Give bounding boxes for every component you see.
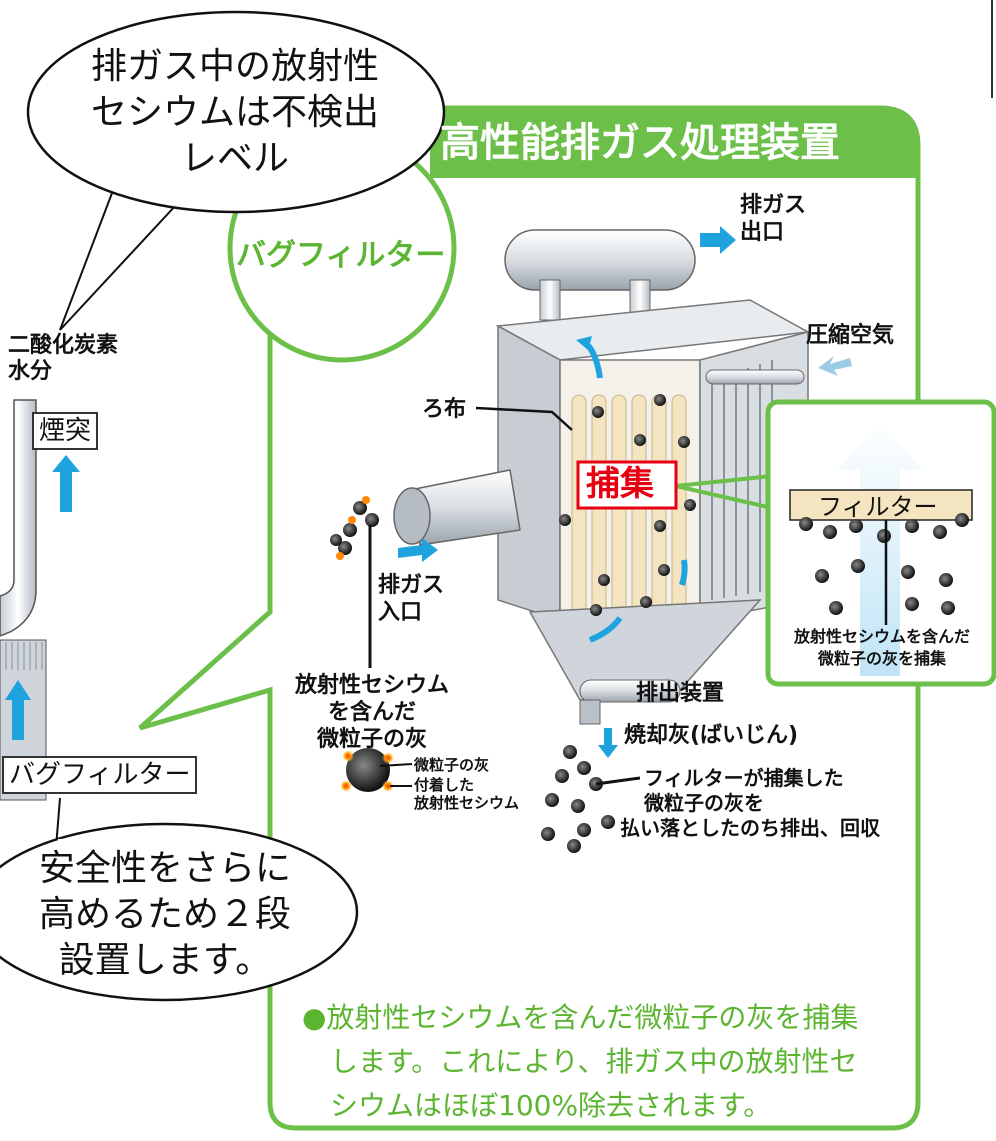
shake-note-line-2: 微粒子の灰を (644, 791, 764, 815)
arrow-compressed-air (818, 356, 852, 376)
left-bagfilter-label: バグフィルター (2, 756, 198, 794)
ash-cluster-inlet (330, 496, 379, 560)
inset-flow-arrow (838, 418, 922, 676)
bubble-top-line-3: レベル (180, 138, 289, 179)
incineration-ash-label: 焼却灰(ばいじん) (624, 723, 799, 748)
legend-cesium-label-1: 付着した (414, 776, 475, 794)
chimney-label: 煙突 (32, 412, 99, 450)
bubble-top (26, 10, 446, 214)
inset-caption-line-1: 放射性セシウムを含んだ (793, 627, 970, 646)
bubble-bottom-text: 安全性をさらに 高めるため２段 設置します。 (10, 846, 320, 984)
ash-particles-housing (559, 394, 696, 616)
arrow-up-chimney (52, 455, 80, 512)
exhaust-in-label-1: 排ガス (378, 573, 445, 598)
capture-box (576, 460, 678, 510)
bubble-bottom (0, 822, 359, 1002)
bubble-top-line-1: 排ガス中の放射性 (90, 46, 379, 87)
legend-particle (346, 748, 390, 792)
ash-label: 放射性セシウム を含んだ 微粒子の灰 (292, 672, 452, 753)
inset-filter-band (789, 489, 973, 521)
summary-note-line-3: シウムはほぼ100%除去されます。 (302, 1089, 772, 1122)
capture-label: 捕集 (586, 464, 654, 504)
ash-pile (541, 745, 615, 853)
ash-label-line-3: 微粒子の灰 (316, 727, 427, 752)
inset-filter-label: フィルター (818, 493, 938, 521)
chimney (0, 399, 37, 637)
ash-label-line-1: 放射性セシウム (294, 673, 449, 698)
bubble-bottom-line-1: 安全性をさらに (38, 848, 291, 889)
legend-cesium-label-2: 放射性セシウム (414, 794, 520, 812)
shake-note-line-1: フィルターが捕集した (644, 766, 844, 790)
inset-particles (799, 513, 969, 615)
summary-note-line-1: ●放射性セシウムを含んだ微粒子の灰を捕集 (302, 1001, 859, 1034)
arrow-ash-down (598, 728, 618, 758)
arrow-out (700, 226, 736, 254)
outlet-pipe (504, 229, 696, 291)
shake-note-line-3: 払い落としたのち排出、回収 (620, 816, 880, 840)
circle-label: バグフィルター (236, 238, 446, 273)
gas-label-water: 水分 (8, 359, 53, 384)
compressed-air-label: 圧縮空気 (806, 323, 895, 348)
exhaust-in-label-2: 入口 (378, 600, 423, 625)
cloth-label: ろ布 (422, 397, 467, 422)
gas-label-co2: 二酸化炭素 (8, 333, 119, 358)
inset-caption: 放射性セシウムを含んだ 微粒子の灰を捕集 (772, 626, 992, 670)
panel-title: 高性能排ガス処理装置 (440, 120, 840, 166)
inset-caption-line-2: 微粒子の灰を捕集 (817, 649, 946, 668)
exhaust-out-label-1: 排ガス (740, 193, 807, 218)
bubble-top-text: 排ガス中の放射性 セシウムは不検出 レベル (70, 44, 400, 182)
exhaust-out-label-2: 出口 (740, 220, 785, 245)
summary-note: ●放射性セシウムを含んだ微粒子の灰を捕集 します。これにより、排ガス中の放射性セ… (302, 996, 858, 1128)
arrow-in (398, 538, 438, 562)
ash-label-line-2: を含んだ (327, 700, 416, 725)
legend-particle-label: 微粒子の灰 (414, 756, 490, 774)
bubble-bottom-line-2: 高めるため２段 (38, 894, 291, 935)
bubble-bottom-line-3: 設置します。 (58, 940, 272, 981)
discharge-screw (579, 679, 681, 703)
bubble-top-line-2: セシウムは不検出 (90, 92, 379, 133)
discharge-label: 排出装置 (636, 681, 725, 706)
summary-note-line-2: します。これにより、排ガス中の放射性セ (302, 1045, 858, 1078)
panel-title-band (430, 108, 918, 178)
bubble-top-tail (59, 171, 191, 331)
arrow-up-left-unit (5, 680, 31, 740)
